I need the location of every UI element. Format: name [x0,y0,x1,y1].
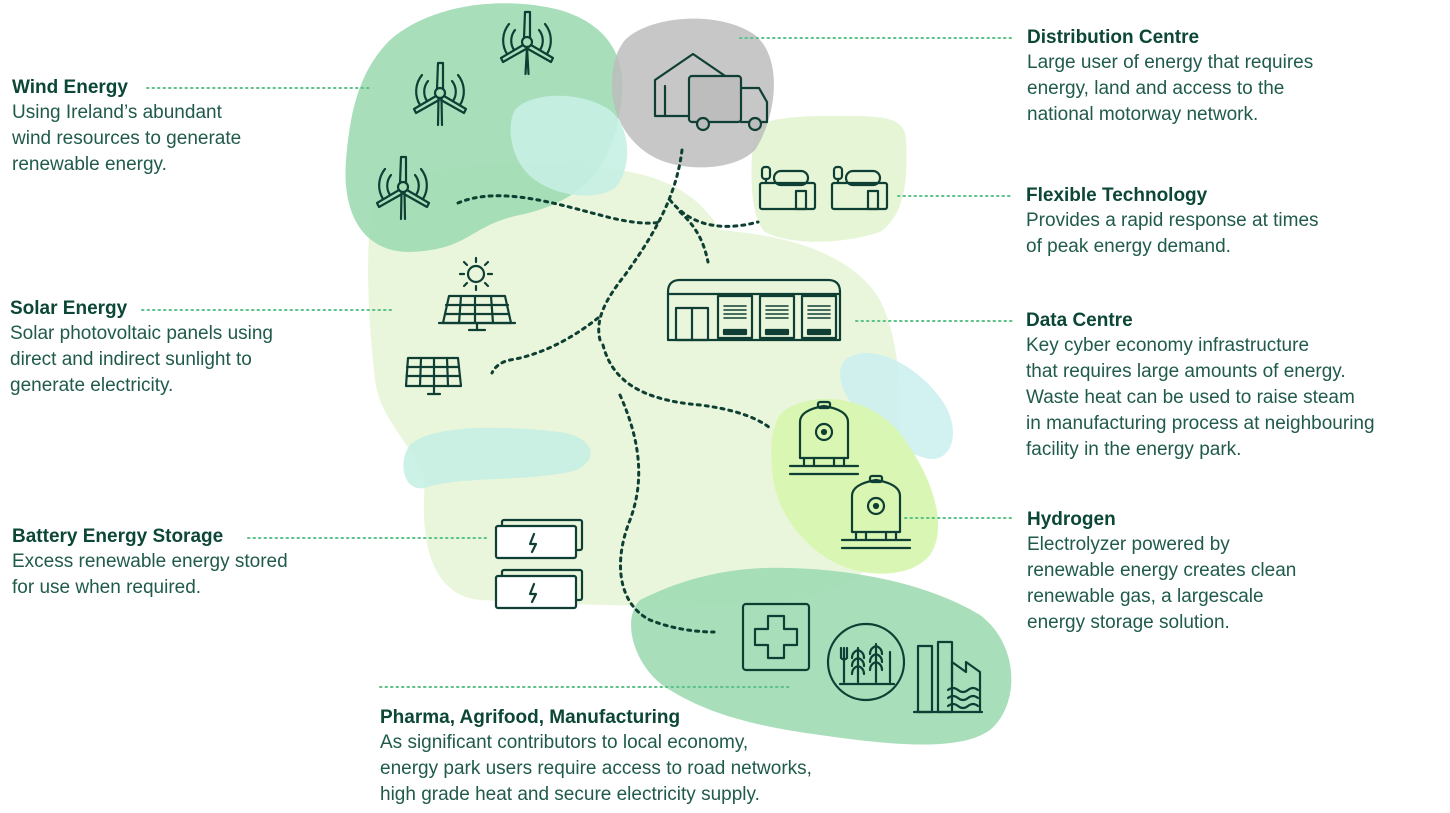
pharma-agrifood-label: Pharma, Agrifood, Manufacturing As signi… [380,706,812,808]
flow-flex [668,198,760,228]
distribution-centre-description: Large user of energy that requires energ… [1027,52,1314,125]
wind-turbine-icon [375,155,431,221]
flow-wind-to-hub [456,194,662,225]
flow-hydrogen [601,343,772,430]
generator-icon [830,165,889,211]
flexible-technology-label: Flexible Technology Provides a rapid res… [1026,184,1319,260]
distribution-centre-title: Distribution Centre [1027,27,1200,48]
flow-solar [490,316,600,375]
agrifood-icon [826,622,906,702]
flexible-technology-title: Flexible Technology [1026,185,1208,206]
hydrogen-label: Hydrogen Electrolyzer powered by renewab… [1027,508,1296,636]
flexible-tech-blob [751,115,907,242]
solar-energy-label: Solar Energy Solar photovoltaic panels u… [10,297,273,399]
wind-energy-description: Using Ireland’s abundant wind resources … [12,102,242,175]
sun-icon [458,256,494,292]
wind-turbine-icon [412,61,468,127]
data-centre-icon [666,278,842,342]
wind-turbine-icon [499,10,555,76]
medical-cross-icon [741,602,811,672]
battery-icon [494,568,584,610]
hydrogen-tank-icon [840,474,912,550]
solar-energy-description: Solar photovoltaic panels using direct a… [10,323,274,396]
pharma-blob [631,567,1012,745]
battery-storage-title: Battery Energy Storage [12,526,224,547]
data-centre-title: Data Centre [1026,310,1133,331]
flow-distribution-down [597,148,684,342]
data-centre-label: Data Centre Key cyber economy infrastruc… [1026,309,1375,463]
wind-blob [345,3,623,252]
factory-icon [912,640,984,714]
hydrogen-description: Electrolyzer powered by renewable energy… [1027,534,1297,633]
distribution-centre-label: Distribution Centre Large user of energy… [1027,26,1313,128]
hydrogen-title: Hydrogen [1027,509,1116,530]
pharma-agrifood-title: Pharma, Agrifood, Manufacturing [380,707,681,728]
wind-energy-title: Wind Energy [12,77,128,98]
mint-blob-top [510,95,628,196]
solar-panel-icon [437,294,517,332]
solar-panel-icon [404,356,463,396]
solar-energy-title: Solar Energy [10,298,128,319]
battery-storage-label: Battery Energy Storage Excess renewable … [12,525,288,601]
hydrogen-tank-icon [788,400,860,476]
central-light-blob [368,163,901,606]
flexible-technology-description: Provides a rapid response at times of pe… [1026,210,1319,257]
flow-pharma [618,393,716,634]
generator-icon [758,165,817,211]
pharma-agrifood-description: As significant contributors to local eco… [380,732,812,805]
battery-storage-description: Excess renewable energy stored for use w… [12,551,288,598]
mint-blob-right [840,352,953,460]
warehouse-truck-icon [653,52,769,132]
battery-icon [494,518,584,560]
wind-energy-label: Wind Energy Using Ireland’s abundant win… [12,76,241,178]
data-centre-description: Key cyber economy infrastructure that re… [1026,335,1375,460]
hydrogen-blob [771,398,939,574]
mint-blob-left [403,427,591,489]
flow-datacentre [678,210,710,264]
